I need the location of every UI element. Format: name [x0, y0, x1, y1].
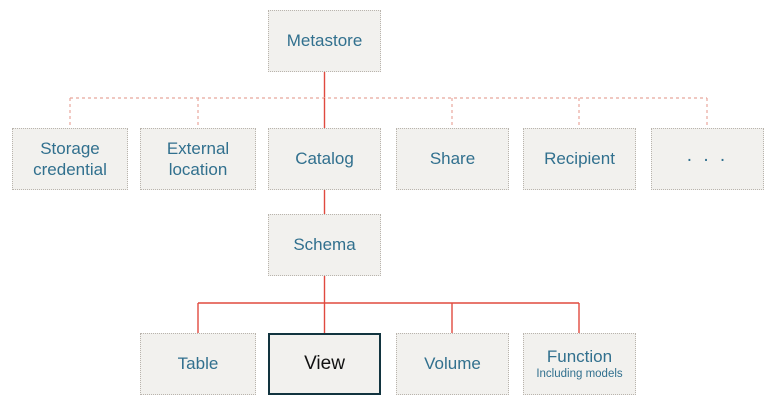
- node-function-label: Function: [546, 346, 613, 366]
- node-external-location-label: External location: [166, 138, 230, 179]
- node-view[interactable]: View: [268, 333, 381, 395]
- node-metastore-label: Metastore: [286, 31, 363, 51]
- node-schema-label: Schema: [293, 235, 356, 255]
- node-recipient[interactable]: Recipient: [523, 128, 636, 190]
- node-share-label: Share: [429, 149, 476, 169]
- node-share[interactable]: Share: [396, 128, 509, 190]
- node-more[interactable]: . . .: [651, 128, 764, 190]
- node-more-label: . . .: [686, 145, 729, 167]
- node-schema[interactable]: Schema: [268, 214, 381, 276]
- node-function-sublabel: Including models: [536, 368, 623, 381]
- node-table-label: Table: [177, 354, 219, 374]
- node-table[interactable]: Table: [140, 333, 256, 395]
- node-volume-label: Volume: [424, 354, 481, 374]
- node-storage-credential-label: Storage credential: [33, 138, 107, 179]
- node-storage-credential[interactable]: Storage credential: [12, 128, 128, 190]
- node-catalog-label: Catalog: [295, 149, 354, 169]
- node-external-location[interactable]: External location: [140, 128, 256, 190]
- node-volume[interactable]: Volume: [396, 333, 509, 395]
- node-view-label: View: [304, 353, 345, 375]
- node-function[interactable]: Function Including models: [523, 333, 636, 395]
- node-recipient-label: Recipient: [544, 149, 615, 169]
- node-catalog[interactable]: Catalog: [268, 128, 381, 190]
- node-metastore[interactable]: Metastore: [268, 10, 381, 72]
